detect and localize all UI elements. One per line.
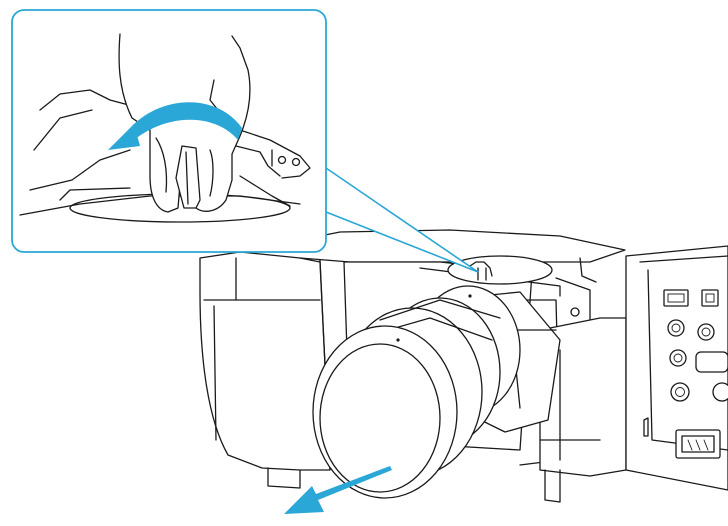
connector-panel: [625, 245, 728, 491]
callout-zoom: [11, 9, 327, 253]
zoom-release-lever: [175, 145, 201, 209]
lens-glass: [319, 343, 441, 493]
callout-frame: [11, 9, 327, 253]
curved-arrow-icon: [108, 102, 242, 150]
zoom-lens-mount: [19, 89, 311, 223]
zoom-hand: [118, 33, 251, 213]
lens-barrel: [312, 285, 561, 499]
callout-pointer: [325, 167, 479, 273]
pull-arrow-icon: [284, 460, 392, 514]
